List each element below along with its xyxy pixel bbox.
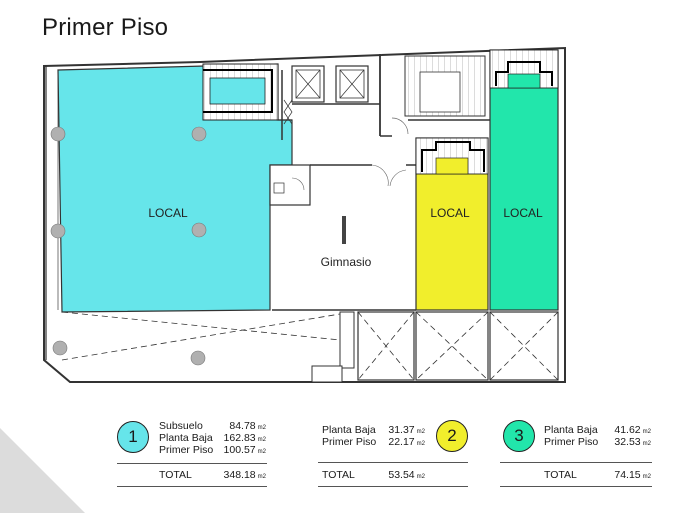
legend-1-row-1-value: 84.78 <box>229 420 256 432</box>
legend-2-row-2-value: 22.17 <box>388 436 415 448</box>
legend-1-row-1: Subsuelo <box>159 420 203 432</box>
badge-2: 2 <box>436 420 468 452</box>
legend-2-rule-bottom <box>318 486 468 487</box>
legend-2-total-value: 53.54 <box>388 469 415 481</box>
local-3-area <box>489 49 559 311</box>
local-1-label: LOCAL <box>148 206 188 220</box>
page-title: Primer Piso <box>42 14 169 41</box>
local-3-label: LOCAL <box>503 206 543 220</box>
legend-3-total-label: TOTAL <box>544 469 577 481</box>
legend-3-row-1: Planta Baja <box>544 424 598 436</box>
legend-1-total-label: TOTAL <box>159 469 192 481</box>
legend-3-row-2: Primer Piso <box>544 436 599 448</box>
legend-2-row-1: Planta Baja <box>322 424 376 436</box>
legend-3-total-value: 74.15 <box>614 469 641 481</box>
legend-1-rule-bottom <box>117 486 267 487</box>
gym-column <box>342 216 346 244</box>
legend-3-rule-top <box>500 462 652 463</box>
local-2-label: LOCAL <box>430 206 470 220</box>
legend-1-total-value: 348.18 <box>223 469 256 481</box>
badge-1: 1 <box>117 421 149 453</box>
gimnasio-label: Gimnasio <box>321 255 372 269</box>
legend-1-row-3-value: 100.57 <box>223 444 256 456</box>
legend-2-total-label: TOTAL <box>322 469 355 481</box>
legend-1-row-3: Primer Piso <box>159 444 214 456</box>
legend-1-rule-top <box>117 463 267 464</box>
legend-3-row-1-value: 41.62 <box>614 424 641 436</box>
badge-3: 3 <box>503 420 535 452</box>
legend-3-row-2-value: 32.53 <box>614 436 641 448</box>
floor-plan: LOCAL LOCAL LOCAL Gimnasio <box>43 46 566 383</box>
legend-1-row-2: Planta Baja <box>159 432 213 444</box>
legend-3-rule-bottom <box>500 486 652 487</box>
legend-2-row-2: Primer Piso <box>322 436 377 448</box>
corner-decoration <box>0 428 85 513</box>
legend-1-row-2-value: 162.83 <box>223 432 256 444</box>
legend-2-rule-top <box>318 462 468 463</box>
legend-2-row-1-value: 31.37 <box>388 424 415 436</box>
